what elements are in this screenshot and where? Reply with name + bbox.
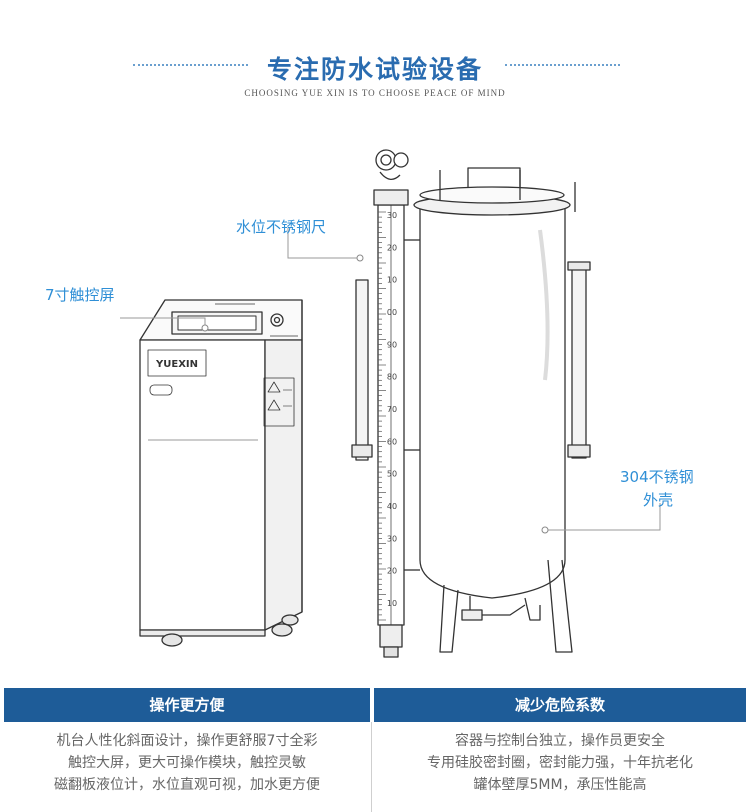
water-level-gauge [373, 189, 420, 658]
gauge-scale-label: 10 [387, 276, 397, 285]
feature-line: 罐体壁厚5MM，承压性能高 [473, 777, 647, 793]
callout-shell-line1: 304不锈钢 [620, 468, 694, 486]
feature-table: 操作更方便 减少危险系数 机台人性化斜面设计，操作更舒服7寸全彩 触控大屏，更大… [4, 688, 746, 812]
product-illustration: 30 20 10 00 90 80 70 60 50 40 30 20 10 YUEXIN [120, 149, 661, 658]
pressure-tank [351, 149, 591, 653]
feature-line: 机台人性化斜面设计，操作更舒服7寸全彩 [56, 733, 318, 749]
feature-list-safety: 容器与控制台独立，操作员更安全 专用硅胶密封圈，密封能力强，十年抗老化 罐体壁厚… [374, 730, 746, 796]
feature-line: 专用硅胶密封圈，密封能力强，十年抗老化 [427, 755, 693, 771]
gauge-scale-label: 30 [387, 211, 397, 220]
gauge-scale-label: 50 [387, 470, 397, 479]
feature-line: 磁翻板液位计，水位直观可视，加水更方便 [54, 777, 320, 793]
feature-line: 容器与控制台独立，操作员更安全 [455, 733, 665, 749]
gauge-scale-label: 10 [387, 599, 397, 608]
machine-brand-logo: YUEXIN [155, 359, 198, 370]
gauge-scale-label: 20 [387, 567, 397, 576]
gauge-scale-label: 30 [387, 534, 397, 543]
gauge-scale-label: 40 [387, 502, 397, 511]
callout-shell-line2: 外壳 [643, 491, 674, 509]
page-subtitle: CHOOSING YUE XIN IS TO CHOOSE PEACE OF M… [244, 88, 506, 98]
page-header: 专注防水试验设备 CHOOSING YUE XIN IS TO CHOOSE P… [0, 46, 750, 106]
title-divider-left [133, 64, 248, 66]
column-divider [371, 722, 372, 812]
control-cabinet [139, 299, 303, 647]
feature-list-operation: 机台人性化斜面设计，操作更舒服7寸全彩 触控大屏，更大可操作模块，触控灵敏 磁翻… [4, 730, 370, 796]
page-title: 专注防水试验设备 [266, 55, 483, 84]
feature-heading-safety: 减少危险系数 [374, 688, 746, 722]
gauge-scale-label: 80 [387, 373, 397, 382]
gauge-scale-label: 90 [387, 340, 397, 349]
feature-line: 触控大屏，更大可操作模块，触控灵敏 [68, 755, 306, 771]
title-divider-right [505, 64, 620, 66]
gauge-scale-label: 60 [387, 437, 397, 446]
gauge-scale-label: 20 [387, 243, 397, 252]
feature-heading-operation: 操作更方便 [4, 688, 370, 722]
callout-water-ruler: 水位不锈钢尺 [236, 218, 327, 236]
gauge-scale-label: 00 [387, 308, 397, 317]
callout-leaders [120, 228, 661, 531]
callout-touchscreen: 7寸触控屏 [45, 286, 115, 304]
gauge-scale-label: 70 [387, 405, 397, 414]
